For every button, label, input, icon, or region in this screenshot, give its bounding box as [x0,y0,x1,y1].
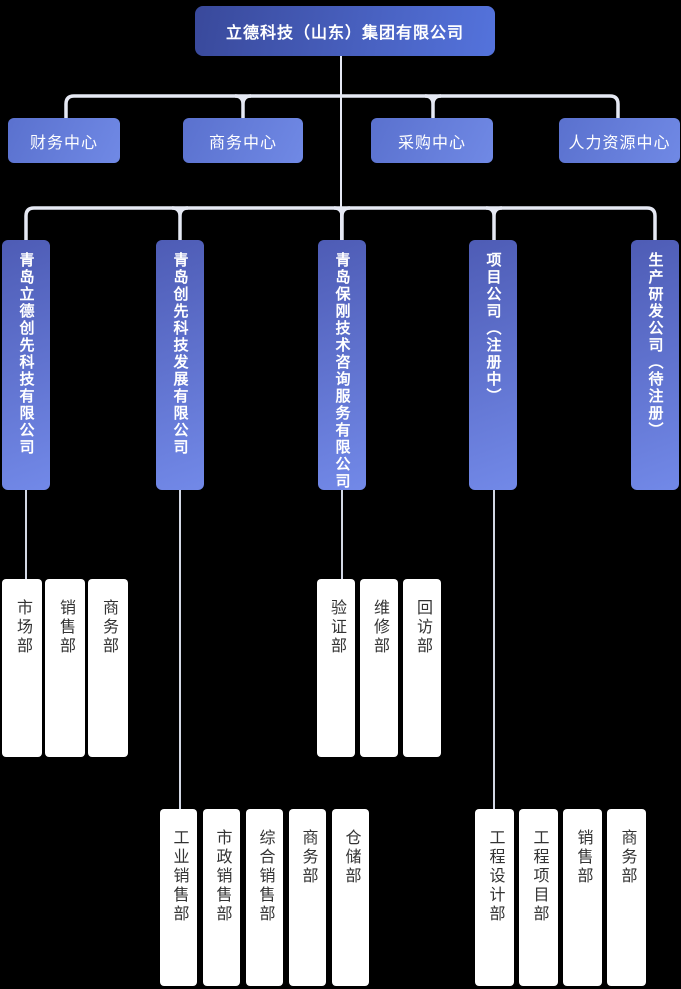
org-node-department: 工业销售部 [160,809,197,986]
connector-companies-drops [171,206,503,240]
org-node-label: 销售部 [57,599,74,656]
org-node-label: 工程设计部 [486,829,504,924]
org-node-company-production-rd: 生产研发公司（待注册） [631,240,679,490]
org-node-label: 青岛保刚技术咨询服务有限公司 [333,252,351,490]
connector-department-drops [25,489,495,809]
org-node-department: 验证部 [317,579,355,757]
org-node-company-baogang-consulting: 青岛保刚技术咨询服务有限公司 [318,240,366,490]
org-node-department: 销售部 [45,579,85,757]
org-node-department: 工程项目部 [519,809,558,986]
org-node-department: 商务部 [88,579,128,757]
org-node-company-project: 项目公司（注册中） [469,240,517,490]
org-node-label: 验证部 [328,599,345,656]
org-node-department: 工程设计部 [475,809,514,986]
org-node-label: 工程项目部 [530,829,548,924]
org-node-label: 采购中心 [397,134,466,152]
org-node-label: 商务部 [618,829,636,886]
org-node-label: 商务部 [299,829,317,886]
org-node-label: 商务部 [100,599,117,656]
org-node-company-lide-chuangxian: 青岛立德创先科技有限公司 [2,240,50,490]
org-node-department: 综合销售部 [246,809,283,986]
org-node-department: 销售部 [563,809,602,986]
org-node-label: 商务中心 [208,134,277,152]
org-node-label: 维修部 [371,599,388,656]
org-node-department: 回访部 [403,579,441,757]
connector-centers-drops [234,94,442,122]
org-node-label: 青岛创先科技发展有限公司 [171,252,189,456]
org-node-procurement-center: 采购中心 [371,118,493,163]
org-node-label: 立德科技（山东）集团有限公司 [225,25,464,42]
org-node-hr-center: 人力资源中心 [559,118,680,163]
org-node-company-chuangxian-dev: 青岛创先科技发展有限公司 [156,240,204,490]
org-node-label: 综合销售部 [256,829,274,924]
org-node-label: 青岛立德创先科技有限公司 [17,252,35,456]
org-node-label: 项目公司（注册中） [484,252,502,405]
org-node-label: 人力资源中心 [568,134,671,152]
org-node-department: 市场部 [2,579,42,757]
org-node-label: 仓储部 [342,829,360,886]
org-node-label: 市场部 [14,599,31,656]
org-node-label: 回访部 [414,599,431,656]
org-node-department: 市政销售部 [203,809,240,986]
org-node-business-center: 商务中心 [183,118,303,163]
org-node-label: 财务中心 [29,134,98,152]
org-node-department: 商务部 [289,809,326,986]
org-node-department: 仓储部 [332,809,369,986]
org-node-label: 销售部 [574,829,592,886]
org-node-label: 工业销售部 [170,829,188,924]
org-node-group-company: 立德科技（山东）集团有限公司 [195,6,495,56]
connector-centers-bus [64,94,620,122]
org-node-finance-center: 财务中心 [8,118,120,163]
org-node-department: 维修部 [360,579,398,757]
org-node-label: 生产研发公司（待注册） [646,252,664,439]
org-node-label: 市政销售部 [213,829,231,924]
org-node-department: 商务部 [607,809,646,986]
